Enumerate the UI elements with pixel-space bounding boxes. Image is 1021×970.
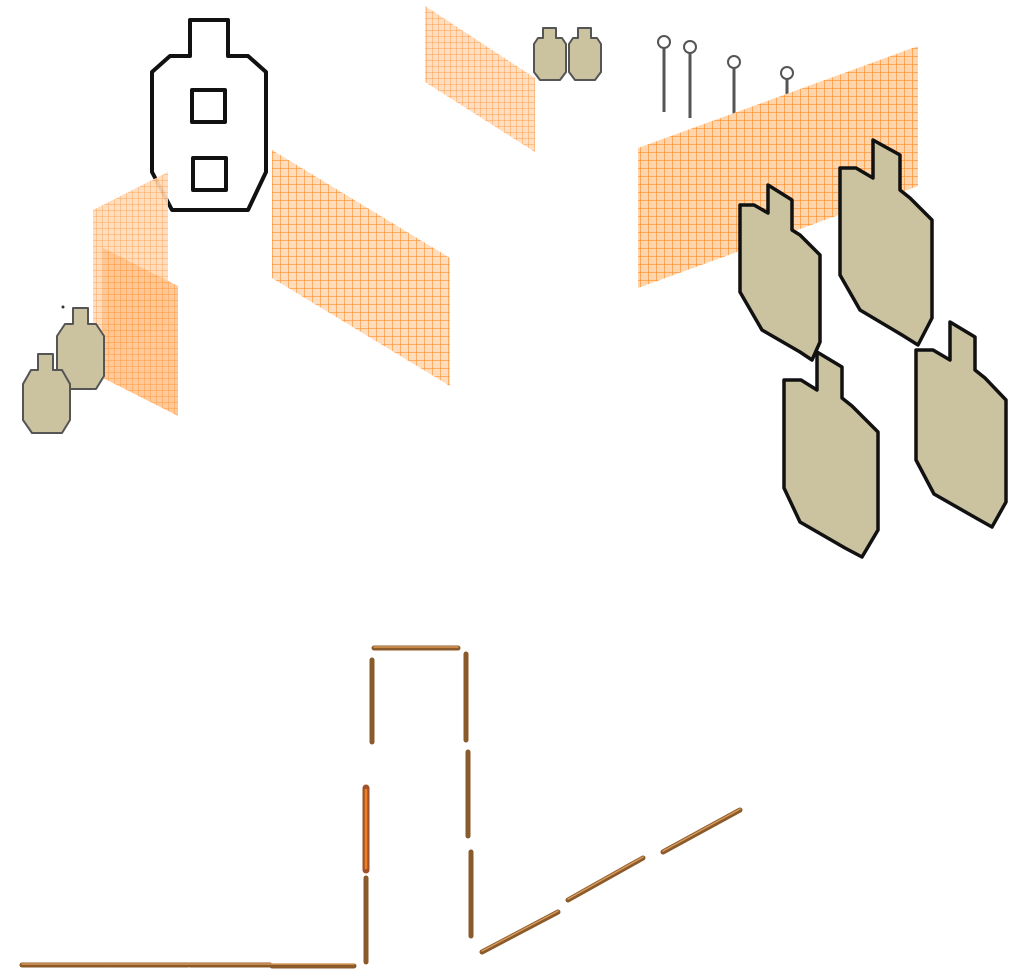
wall-diagonal [479, 807, 743, 955]
tan-target-large-4 [914, 320, 1008, 529]
tan-target-small-4 [22, 353, 71, 434]
no-shoot-barrier-top [425, 6, 535, 152]
tan-target-small-3 [56, 307, 105, 390]
tan-target-large-2 [838, 138, 934, 347]
tan-target-small-2 [568, 27, 602, 81]
wall-bottom-left [19, 962, 357, 969]
wall-left-upright [362, 657, 375, 965]
steel-popper-2 [683, 40, 697, 118]
paper-target [150, 18, 268, 212]
wall-top [371, 645, 461, 651]
wall-right-upright [463, 651, 474, 939]
marker-dot [61, 305, 65, 309]
no-shoot-barrier-center [272, 150, 450, 386]
tan-target-large-1 [738, 183, 822, 362]
no-shoot-barrier-right [638, 46, 918, 288]
steel-popper-1 [657, 35, 671, 112]
no-shoot-barrier-left-front [103, 248, 178, 416]
tan-target-large-3 [782, 350, 880, 559]
tan-target-small-1 [533, 27, 567, 81]
